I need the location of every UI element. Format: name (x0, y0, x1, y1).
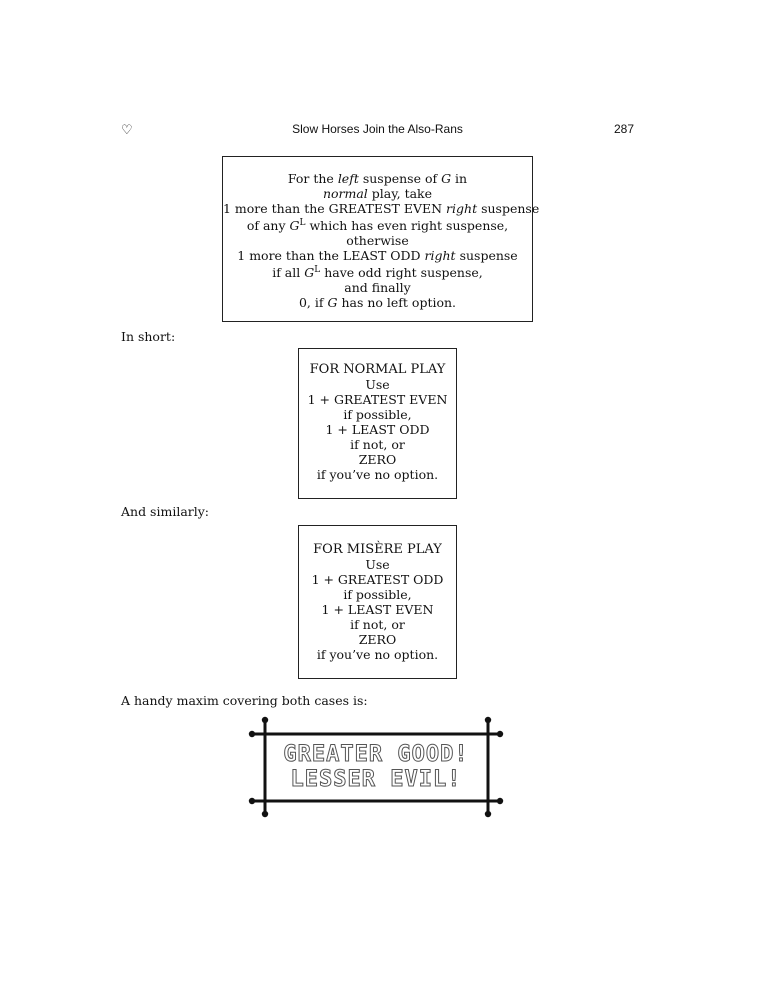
box-line: if you’ve no option. (316, 647, 439, 662)
running-title: Slow Horses Join the Also-Rans (292, 122, 463, 136)
box-line: 1 more than the GREATEST EVEN right susp… (223, 201, 540, 216)
box-line: 1 more than the LEAST ODD right suspense (237, 248, 518, 264)
box-line: otherwise (346, 233, 409, 249)
maxim-line-2: LESSER EVIL! (290, 767, 462, 793)
box-line: and finally (344, 280, 411, 296)
misere-play-box: FOR MISÈRE PLAY Use 1 + GREATEST ODD if … (298, 525, 457, 679)
box-line: 1 + GREATEST EVEN (307, 392, 448, 407)
box-line: ZERO (358, 452, 397, 467)
normal-play-box: FOR NORMAL PLAY Use 1 + GREATEST EVEN if… (298, 348, 457, 499)
box-line: if possible, (343, 407, 412, 422)
paragraph-handy-maxim: A handy maxim covering both cases is: (121, 693, 368, 708)
box-line: ZERO (358, 632, 397, 647)
maxim-line-1: GREATER GOOD! (283, 742, 469, 768)
page-number: 287 (613, 122, 634, 136)
paragraph-in-short: In short: (121, 329, 176, 344)
sign-frame-icon (248, 716, 504, 818)
box-line: normal play, take (322, 186, 433, 201)
running-header: ♡ Slow Horses Join the Also-Rans 287 (121, 122, 634, 138)
paragraph-and-similarly: And similarly: (121, 504, 210, 519)
heart-suit-icon: ♡ (121, 122, 133, 137)
box-line: Use (365, 377, 390, 392)
box-heading: FOR MISÈRE PLAY (313, 542, 442, 557)
box-line: of any GL which has even right suspense, (246, 218, 509, 234)
box-heading: FOR NORMAL PLAY (309, 362, 446, 377)
box-line: if you’ve no option. (316, 467, 439, 482)
box-line: 1 + LEAST ODD (325, 422, 430, 437)
box-line: if all GL have odd right suspense, (272, 265, 483, 281)
box-line: Use (365, 557, 390, 572)
maxim-sign: GREATER GOOD! LESSER EVIL! (248, 716, 504, 818)
box-line: if possible, (343, 587, 412, 602)
box-line: if not, or (350, 437, 405, 452)
box-line: For the left suspense of G in (287, 171, 468, 186)
box-line: if not, or (350, 617, 405, 632)
box-line: 0, if G has no left option. (298, 295, 457, 311)
box-line: 1 + LEAST EVEN (321, 602, 434, 617)
box-line: 1 + GREATEST ODD (311, 572, 444, 587)
